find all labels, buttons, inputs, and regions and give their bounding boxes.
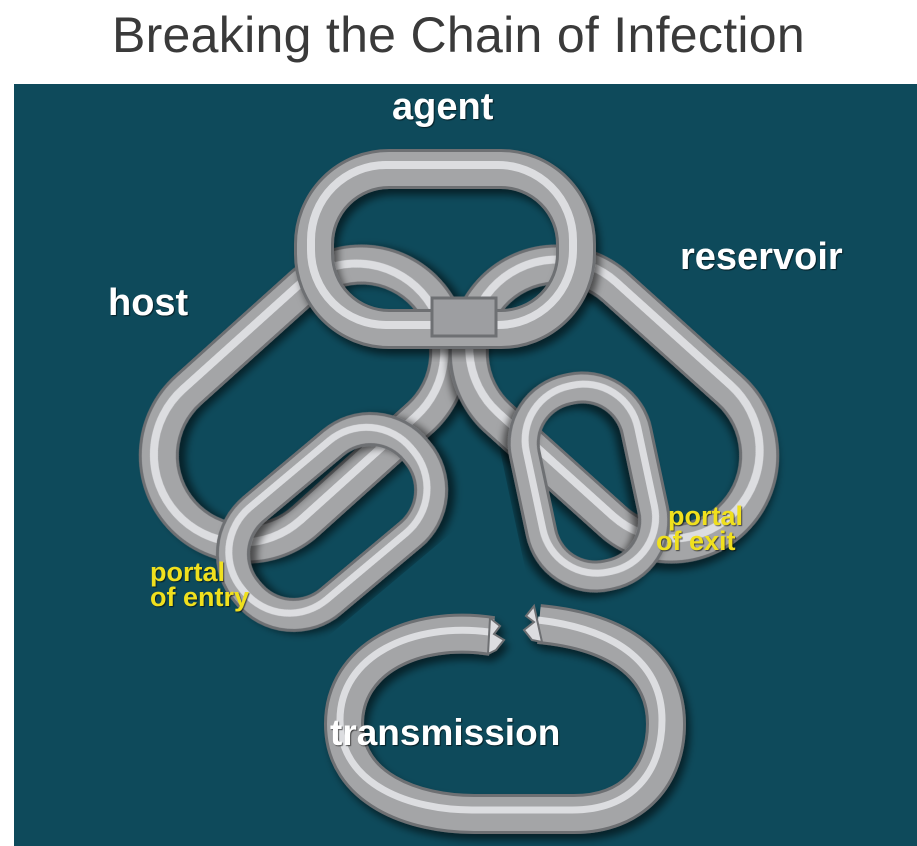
label-transmission: transmission xyxy=(330,712,560,754)
link-connector xyxy=(432,298,496,336)
label-reservoir: reservoir xyxy=(680,236,843,279)
label-portal-of-entry: portal of entry xyxy=(150,560,249,610)
diagram-title: Breaking the Chain of Infection xyxy=(0,6,917,64)
label-portal-of-exit: portal of exit xyxy=(656,504,743,554)
label-portal-of-entry-line2: of entry xyxy=(150,585,249,610)
label-portal-of-exit-line2: of exit xyxy=(656,529,743,554)
chain-diagram-panel: agent reservoir host portal of exit port… xyxy=(14,84,917,846)
label-agent: agent xyxy=(392,86,493,129)
label-host: host xyxy=(108,282,188,325)
transmission-broken-link xyxy=(340,606,666,814)
